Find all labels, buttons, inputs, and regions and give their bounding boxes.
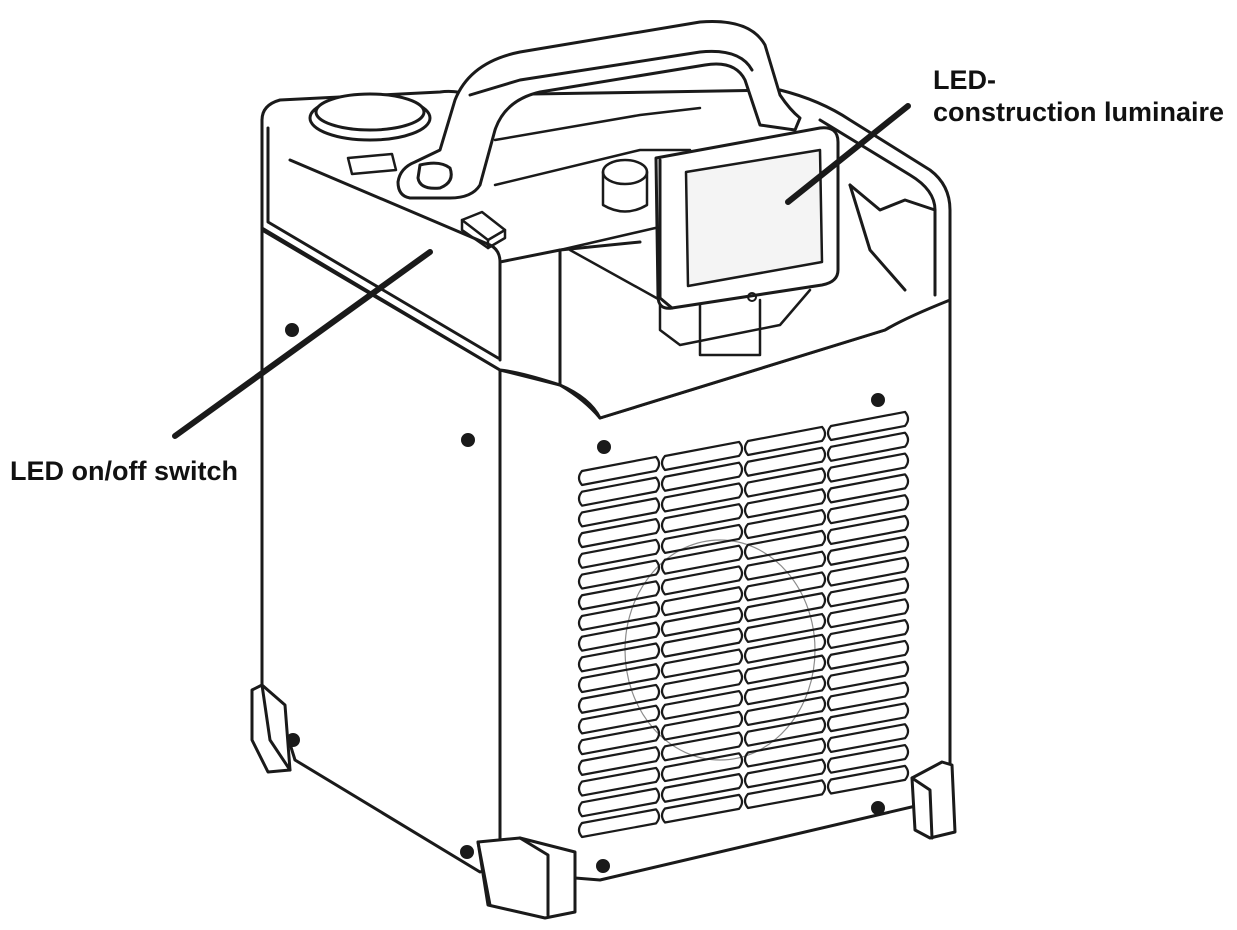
- grille-slot: [577, 808, 661, 839]
- screw: [285, 323, 299, 337]
- grille-slot: [660, 793, 744, 824]
- grille-slot: [826, 535, 910, 566]
- grille-slot: [660, 669, 744, 700]
- top-cap: [308, 92, 432, 142]
- screw: [596, 859, 610, 873]
- grille-slot: [826, 619, 910, 650]
- grille-slot: [743, 737, 827, 768]
- grille-slot: [577, 704, 661, 735]
- screw: [597, 440, 611, 454]
- grille-slot: [743, 508, 827, 540]
- grille-slot: [577, 621, 661, 652]
- grille-slot: [743, 654, 827, 685]
- grille-slot: [826, 598, 910, 629]
- grille-slot: [660, 710, 744, 741]
- grille-slot: [660, 544, 744, 575]
- grille-slot: [660, 606, 744, 637]
- screw: [460, 845, 474, 859]
- grille-slot: [826, 639, 910, 670]
- led-switch-button: [460, 210, 507, 250]
- grille-slot: [826, 514, 910, 546]
- grille-slot: [826, 431, 910, 462]
- grille-slot: [743, 529, 827, 560]
- grille-slot: [743, 571, 827, 602]
- grille-slot: [660, 523, 744, 555]
- grille-slot: [577, 497, 661, 528]
- grille-slot: [660, 440, 744, 472]
- callout-led-light: LED- construction luminaire: [933, 64, 1224, 128]
- grille-slot: [743, 716, 827, 747]
- housing-feet: [250, 683, 957, 920]
- grille-slot: [577, 559, 661, 590]
- grille-slot: [577, 538, 661, 569]
- grille-slot: [660, 689, 744, 720]
- screws: [285, 323, 885, 873]
- led-lamp-head: [654, 126, 840, 310]
- grille-slot: [660, 503, 744, 534]
- grille-slot: [577, 787, 661, 818]
- grille-slot: [577, 600, 661, 632]
- grille-slot: [743, 446, 827, 477]
- grille-slot: [826, 577, 910, 608]
- grille-slot: [826, 473, 910, 504]
- grille-slot: [743, 488, 827, 519]
- grille-slot: [826, 743, 910, 774]
- grille-slot: [743, 779, 827, 810]
- fan-outline: [624, 539, 816, 761]
- grille-slot: [826, 764, 910, 795]
- screw: [461, 433, 475, 447]
- leader-line-switch: [172, 249, 433, 439]
- grille-slot: [826, 452, 910, 483]
- grille-slot: [743, 696, 827, 727]
- screw: [871, 393, 885, 407]
- grille-slot: [743, 550, 827, 581]
- grille-slot: [826, 410, 910, 442]
- callout-led-light-line1: LED-: [933, 65, 996, 95]
- grille-slot: [743, 633, 827, 664]
- grille-slot: [577, 766, 661, 797]
- callout-led-light-line2: construction luminaire: [933, 97, 1225, 127]
- grille-slot: [743, 675, 827, 706]
- grille-slot: [577, 663, 661, 694]
- grille-slot: [826, 681, 910, 712]
- carry-handle: [396, 19, 802, 200]
- grille-slot: [660, 773, 744, 803]
- grille-slot: [660, 648, 744, 679]
- callout-switch-text: LED on/off switch: [10, 456, 238, 486]
- grille-slot: [743, 758, 827, 789]
- callout-switch: LED on/off switch: [10, 455, 238, 487]
- grille-slot: [826, 660, 910, 691]
- grille-slot: [577, 725, 661, 756]
- grille-slot: [660, 482, 744, 513]
- lamp-mount: [493, 106, 812, 357]
- grille-slot: [660, 565, 744, 596]
- grille-slot: [577, 642, 661, 673]
- grille-slot: [743, 425, 827, 457]
- leader-line-led-light: [785, 103, 911, 205]
- display-window: [346, 152, 398, 176]
- grille-slot: [577, 518, 661, 549]
- grille-slot: [577, 476, 661, 507]
- grille-slot: [577, 683, 661, 714]
- grille-slot: [826, 494, 910, 525]
- grille-slot: [660, 461, 744, 492]
- grille-slot: [826, 556, 910, 587]
- front-grille: [577, 410, 910, 839]
- grille-slot: [577, 455, 661, 487]
- grille-slot: [743, 467, 827, 498]
- grille-slot: [826, 723, 910, 754]
- grille-slot: [743, 612, 827, 643]
- grille-slot: [660, 586, 744, 617]
- grille-slot: [660, 627, 744, 658]
- grille-slot: [577, 580, 661, 611]
- grille-slot: [577, 746, 661, 776]
- grille-slot: [660, 731, 744, 762]
- screw: [871, 801, 885, 815]
- grille-slot: [826, 702, 910, 733]
